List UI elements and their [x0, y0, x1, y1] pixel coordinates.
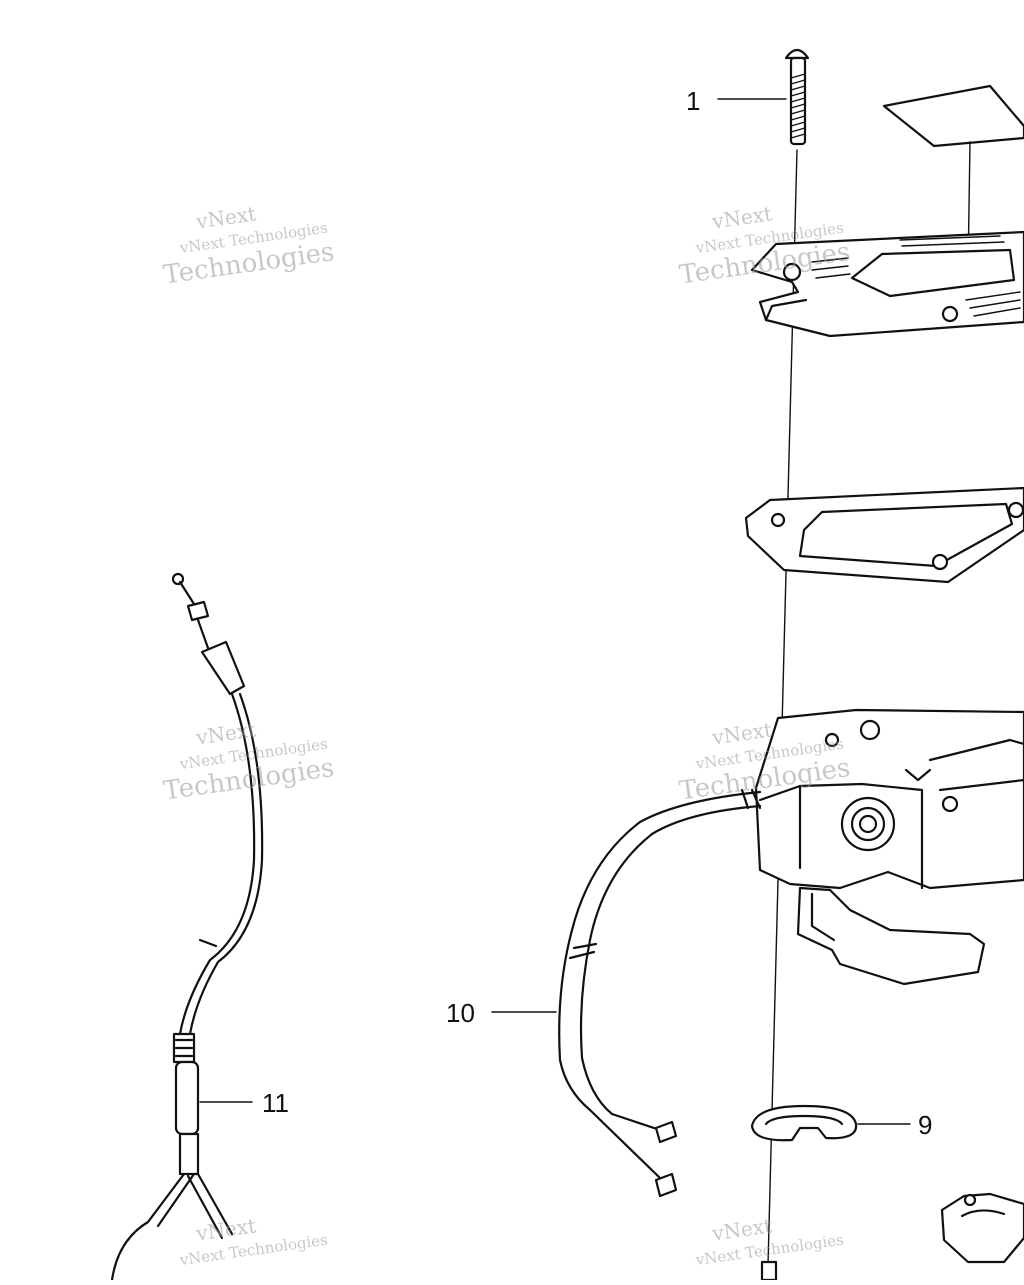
watermark-mid-left: vNext vNext Technologies Technologies	[162, 717, 337, 806]
callout-10: 10	[446, 998, 475, 1028]
bottom-fastener	[760, 1192, 1024, 1282]
callout-9: 9	[918, 1110, 932, 1140]
watermark-bottom-right: vNext vNext Technologies	[694, 1213, 845, 1269]
assembly-axis-line	[767, 149, 798, 1266]
gasket	[744, 486, 1024, 584]
callout-1: 1	[686, 86, 700, 116]
top-cover	[750, 230, 1024, 338]
part-9-clip	[750, 1104, 858, 1142]
part-10-wire-harness	[558, 788, 762, 1198]
watermark-bottom-left: vNext vNext Technologies	[178, 1213, 329, 1269]
callout-11: 11	[262, 1088, 289, 1118]
switch-body	[754, 708, 1024, 986]
part-1-screw	[784, 48, 810, 146]
watermark-top-left: vNext vNext Technologies Technologies	[162, 201, 337, 290]
part-11-cable	[110, 572, 264, 1282]
